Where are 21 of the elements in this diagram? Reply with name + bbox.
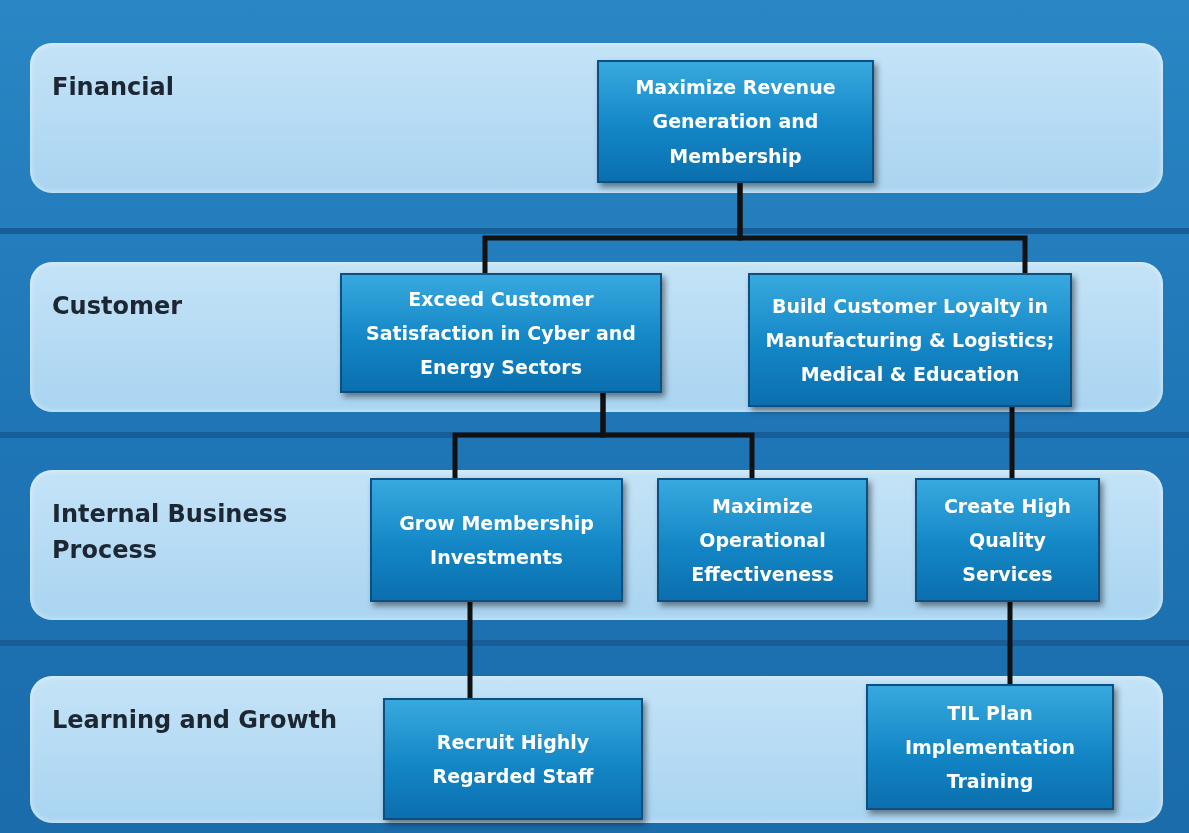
connector-line [737,183,1028,273]
band-label: Learning and Growth [52,705,339,736]
objective-box: Maximize Operational Effectiveness [657,478,868,602]
connector-line [600,393,755,478]
band-label: Customer [52,291,184,322]
connector-line [467,602,473,698]
band-panel [30,262,1163,412]
band-panel [30,43,1163,193]
band-label: Financial [52,72,175,103]
objective-box: Build Customer Loyalty in Manufacturing & Logistics; Medical & Education [748,273,1072,407]
connector-line [1009,407,1015,478]
objective-box: TIL Plan Implementation Training [866,684,1114,810]
band-panel [30,676,1163,823]
objective-box: Maximize Revenue Generation and Membership [597,60,874,183]
band-label: Internal Business Process [52,499,289,566]
connector-line [1007,602,1013,684]
objective-box: Create High Quality Services [915,478,1100,602]
objective-box: Grow Membership Investments [370,478,623,602]
objective-box: Exceed Customer Satisfaction in Cyber and Energy Sectors [340,273,662,393]
band-panel [30,470,1163,620]
objective-box: Recruit Highly Regarded Staff [383,698,643,820]
